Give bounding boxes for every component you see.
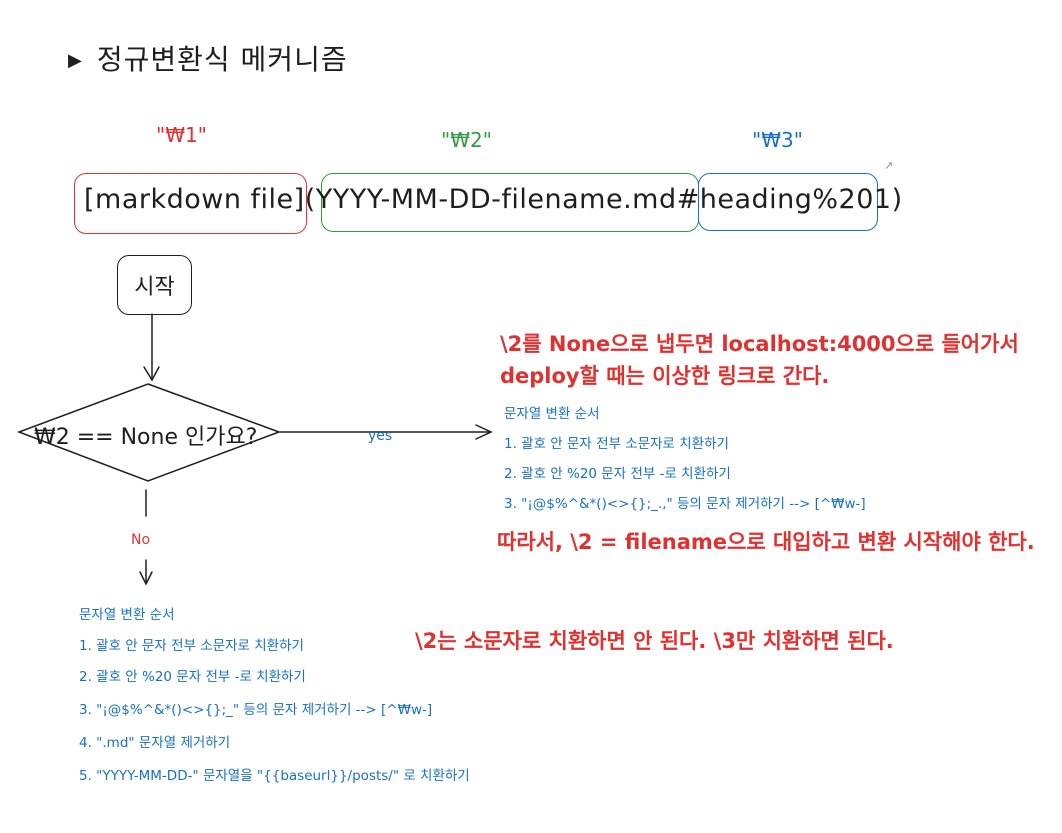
group-1-box xyxy=(74,173,307,234)
note-lowercase: \2는 소문자로 치환하면 안 된다. \3만 치환하면 된다. xyxy=(415,629,894,653)
markdown-link-text: [markdown file](YYYY-MM-DD-filename.md#h… xyxy=(84,184,903,215)
start-node: 시작 xyxy=(117,255,192,315)
no-step-item: 4. ".md" 문자열 제거하기 xyxy=(79,735,231,751)
page-title: ▶ 정규변환식 메커니즘 xyxy=(68,38,348,78)
decision-diamond xyxy=(16,383,282,482)
start-node-label: 시작 xyxy=(134,275,175,300)
yes-step-item: 3. "¡@$%^&*()<>{};_.," 등의 문자 제거하기 --> [^… xyxy=(504,496,866,512)
external-link-icon[interactable]: ↗ xyxy=(884,159,894,172)
group-2-label: "₩2" xyxy=(441,128,492,152)
no-label: No xyxy=(131,532,151,548)
group-3-box xyxy=(698,173,878,231)
yes-step-item: 2. 괄호 안 %20 문자 전부 -로 치환하기 xyxy=(504,466,731,482)
no-step-item: 2. 괄호 안 %20 문자 전부 -로 치환하기 xyxy=(79,669,306,685)
note-therefore: 따라서, \2 = filename으로 대입하고 변환 시작해야 한다. xyxy=(497,530,1035,554)
group-3-label: "₩3" xyxy=(752,128,803,152)
no-steps-heading: 문자열 변환 순서 xyxy=(79,607,175,623)
no-step-item: 1. 괄호 안 문자 전부 소문자로 치환하기 xyxy=(79,638,304,654)
note-none-line-1: \2를 None으로 냅두면 localhost:4000으로 들어가서 xyxy=(500,332,1019,356)
triangle-bullet-icon: ▶ xyxy=(68,50,83,71)
decision-label: ₩2 == None 인가요? xyxy=(34,425,258,450)
group-1-label: "₩1" xyxy=(156,123,207,147)
note-none-line-2: deploy할 때는 이상한 링크로 간다. xyxy=(500,364,830,388)
no-step-item: 3. "¡@$%^&*()<>{};_" 등의 문자 제거하기 --> [^₩w… xyxy=(79,702,433,718)
yes-steps-heading: 문자열 변환 순서 xyxy=(504,406,600,422)
no-step-item: 5. "YYYY-MM-DD-" 문자열을 "{{baseurl}}/posts… xyxy=(79,768,470,784)
yes-step-item: 1. 괄호 안 문자 전부 소문자로 치환하기 xyxy=(504,436,729,452)
title-text: 정규변환식 메커니즘 xyxy=(96,43,348,76)
yes-label: yes xyxy=(368,428,393,444)
